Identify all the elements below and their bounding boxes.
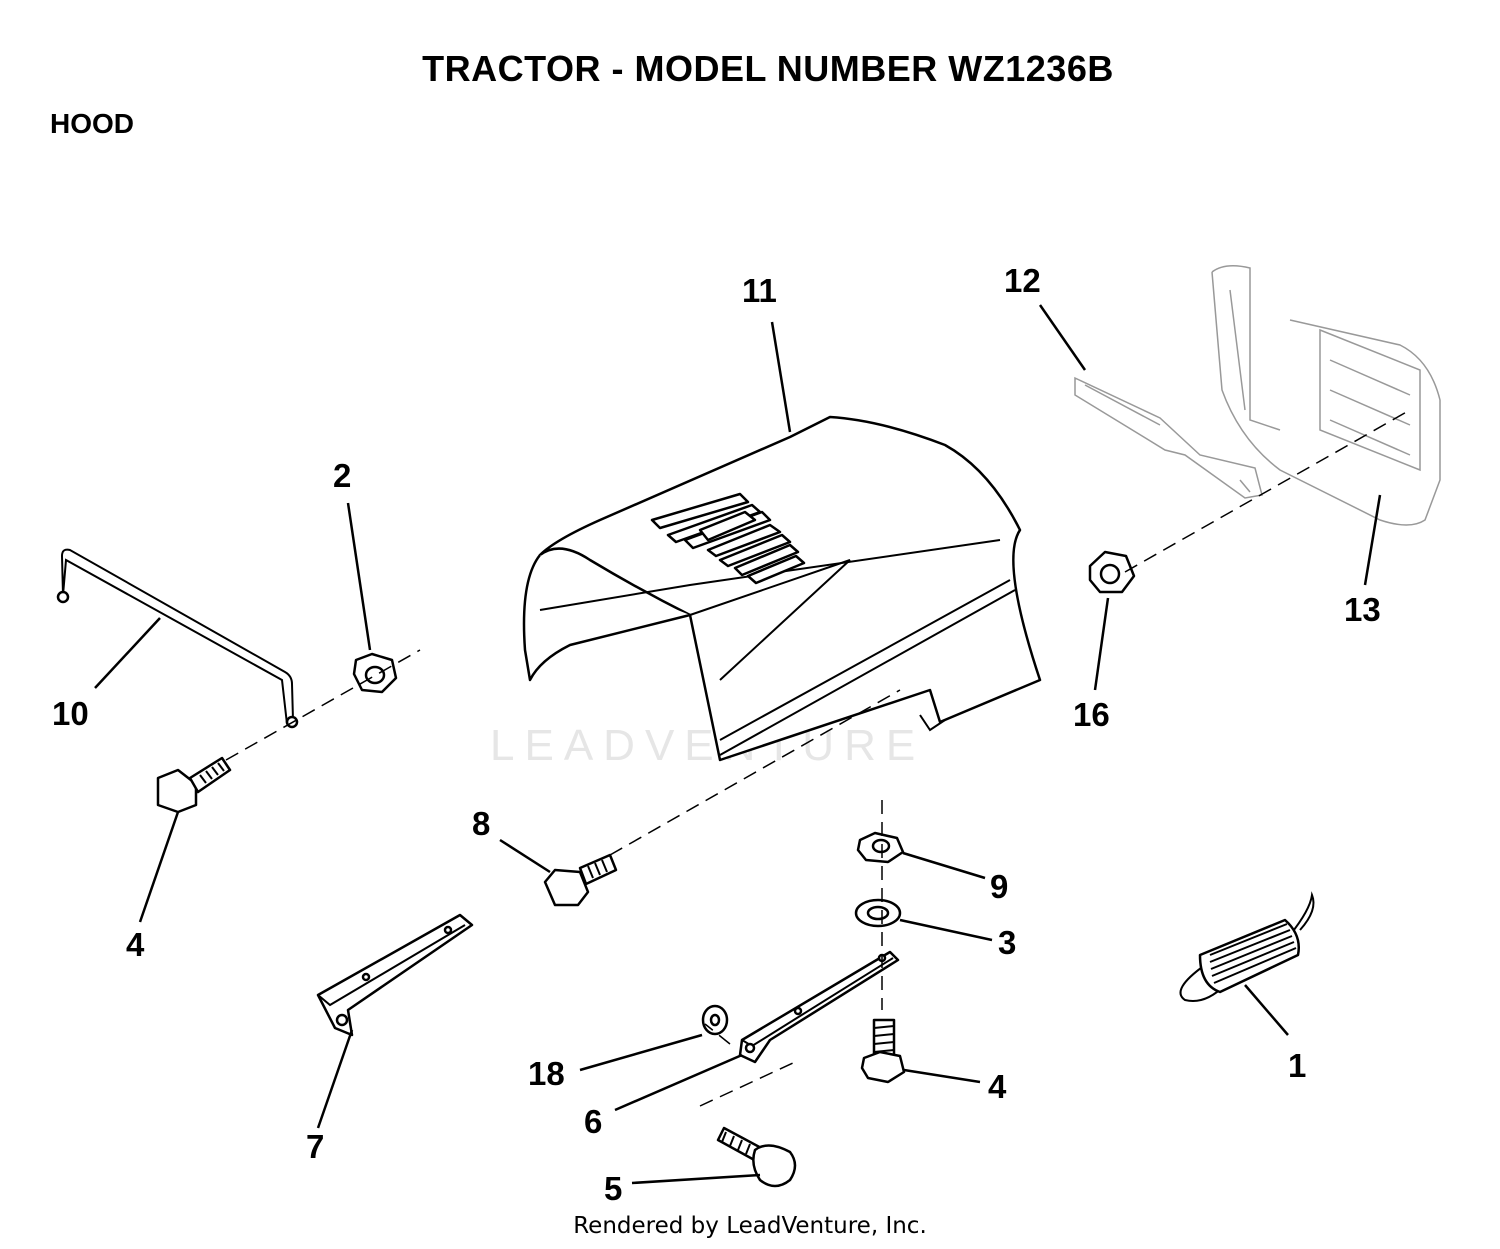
assembly-lines [225,409,1411,1107]
part-7-bracket[interactable] [316,913,474,1037]
part-11-hood[interactable] [522,415,1042,762]
page-title: TRACTOR - MODEL NUMBER WZ1236B [422,48,1114,89]
callout-10: 10 [52,695,89,732]
part-1-spring[interactable] [1179,891,1315,1002]
callouts: 11 2 10 4 8 7 18 6 5 9 3 4 1 12 13 16 [52,262,1381,1207]
part-4-bolt-lower[interactable] [860,1018,906,1084]
section-label: HOOD [50,108,134,139]
part-2-nut[interactable] [352,652,398,694]
part-12-hinge-bracket[interactable] [1074,376,1263,499]
callout-4-lower: 4 [988,1068,1007,1105]
leader-lines [94,304,1382,1185]
callout-8: 8 [472,805,490,842]
part-4-bolt-upper[interactable] [156,756,232,814]
watermark-text: LEADVENTURE [490,721,925,770]
callout-6: 6 [584,1103,602,1140]
callout-18: 18 [528,1055,565,1092]
callout-1: 1 [1288,1047,1306,1084]
callout-9: 9 [990,868,1008,905]
callout-7: 7 [306,1128,324,1165]
part-13-grille[interactable] [1211,265,1441,526]
part-16-flange-nut[interactable] [1088,550,1136,594]
callout-13: 13 [1344,591,1381,628]
callout-12: 12 [1004,262,1041,299]
part-10-hood-rod[interactable] [56,548,299,729]
callout-2: 2 [333,457,351,494]
part-8-bolt[interactable] [543,853,618,907]
callout-16: 16 [1073,696,1110,733]
callout-5: 5 [604,1170,622,1207]
callout-3: 3 [998,924,1016,961]
part-18-washer[interactable] [701,1004,729,1036]
callout-4-upper: 4 [126,926,145,963]
footer-credit: Rendered by LeadVenture, Inc. [573,1213,927,1239]
part-9-nut[interactable] [856,831,905,864]
part-3-washer[interactable] [854,898,902,928]
part-5-shoulder-bolt[interactable] [716,1126,797,1188]
callout-11: 11 [742,272,777,309]
